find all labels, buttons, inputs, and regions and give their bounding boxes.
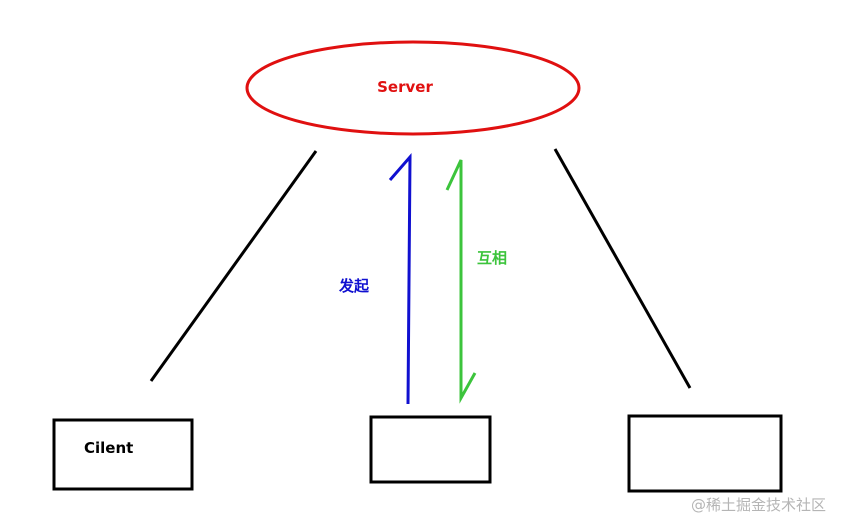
client-label: Cilent (84, 439, 133, 457)
server-label: Server (377, 78, 433, 96)
connection-line-left (149, 150, 318, 382)
initiate-arrow (388, 152, 412, 405)
mutual-arrow (445, 159, 477, 404)
initiate-label: 发起 (338, 277, 370, 295)
client-box-right (627, 414, 783, 493)
client-box-middle (369, 415, 492, 484)
connection-line-right (553, 148, 692, 389)
watermark-text: @稀土掘金技术社区 (691, 496, 826, 514)
client-box-left (52, 418, 194, 491)
mutual-label: 互相 (477, 249, 507, 267)
server-node (245, 40, 581, 136)
